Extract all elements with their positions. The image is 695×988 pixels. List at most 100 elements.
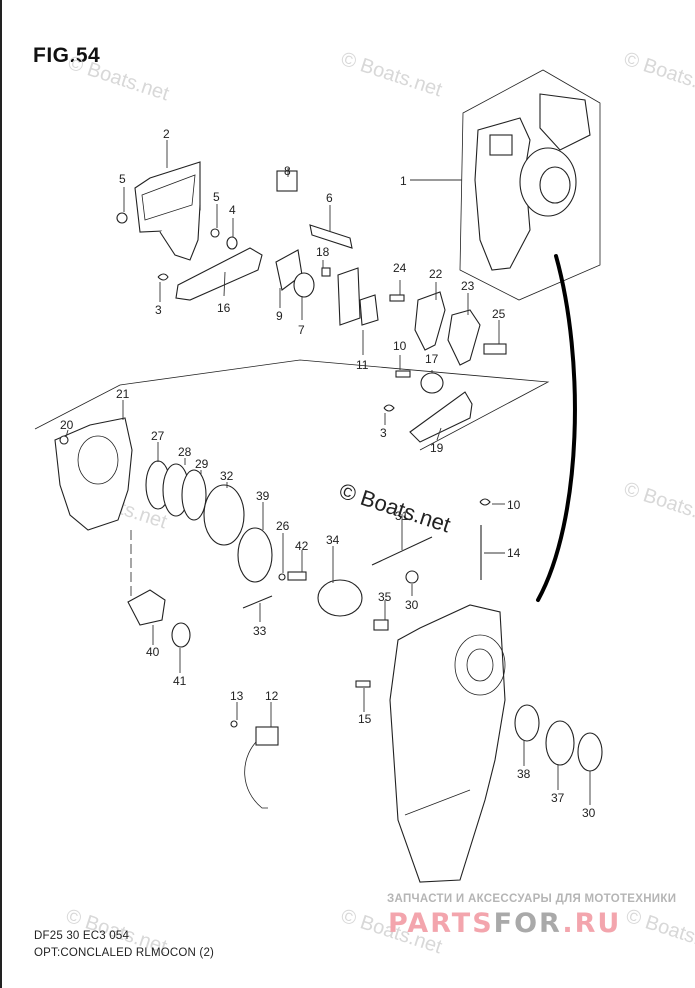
part-34-drum[interactable]	[317, 579, 363, 617]
outline-detail	[466, 648, 494, 682]
part-detail	[474, 117, 531, 271]
callout-35: 35	[378, 590, 392, 604]
callout-34: 34	[326, 533, 340, 547]
callout-6: 6	[326, 191, 333, 205]
part-detail	[489, 134, 513, 156]
callout-30: 30	[582, 806, 596, 820]
callout-14: 14	[507, 546, 521, 560]
callout-42: 42	[295, 539, 309, 553]
part-39-plate[interactable]	[237, 527, 273, 583]
part-36-snap-ring[interactable]	[577, 732, 603, 772]
part-11-plate[interactable]	[359, 294, 379, 326]
part-11-plate[interactable]	[337, 267, 361, 326]
part-8-knob[interactable]	[276, 170, 298, 192]
outline-detail	[77, 435, 119, 485]
part-4-washer[interactable]	[226, 236, 238, 250]
part-35-collar[interactable]	[373, 619, 389, 631]
part-6-shaft[interactable]	[309, 224, 353, 249]
part-12-wire	[244, 741, 268, 809]
callout-12: 12	[265, 689, 279, 703]
part-15-bolt[interactable]	[355, 680, 371, 688]
leader-line	[436, 427, 442, 441]
part-13-screw[interactable]	[230, 720, 238, 728]
part-38-seal[interactable]	[514, 704, 540, 742]
part-2-bracket[interactable]	[134, 161, 201, 261]
part-31-pin[interactable]	[371, 536, 433, 566]
part-33-pin[interactable]	[242, 595, 273, 609]
callout-37: 37	[551, 791, 565, 805]
part-22-plate[interactable]	[414, 291, 446, 351]
part-24-bolt[interactable]	[389, 294, 405, 302]
callout-8: 8	[284, 164, 291, 178]
part-10-clip[interactable]	[479, 498, 491, 506]
callout-38: 38	[517, 767, 531, 781]
callout-22: 22	[429, 267, 443, 281]
part-18-bolt[interactable]	[321, 267, 331, 277]
callout-39: 39	[256, 489, 270, 503]
part-19-lever[interactable]	[409, 391, 473, 443]
callout-3: 3	[155, 303, 162, 317]
callout-20: 20	[60, 418, 74, 432]
callout-10: 10	[507, 498, 521, 512]
part-5-clip[interactable]	[116, 212, 128, 224]
part-3-clip[interactable]	[157, 273, 169, 281]
callout-5: 5	[213, 190, 220, 204]
part-40-bracket[interactable]	[127, 589, 166, 626]
outline-detail	[404, 789, 471, 816]
shop-logo[interactable]: PARTSFOR.RU	[388, 908, 621, 939]
part-26-nut[interactable]	[278, 573, 286, 581]
part-25-spring[interactable]	[483, 343, 507, 355]
part-29-ring[interactable]	[181, 469, 207, 521]
part-5-clip[interactable]	[210, 228, 220, 238]
callout-41: 41	[173, 674, 187, 688]
part-20-bolt[interactable]	[59, 435, 69, 445]
control-cable	[536, 254, 577, 602]
callout-17: 17	[425, 352, 439, 366]
part-41-bushing[interactable]	[171, 622, 191, 648]
callout-10: 10	[393, 339, 407, 353]
part-10-bolt[interactable]	[395, 370, 411, 378]
callout-7: 7	[298, 323, 305, 337]
callout-13: 13	[230, 689, 244, 703]
part-37-washer[interactable]	[545, 720, 575, 766]
part-21-cover[interactable]	[54, 417, 133, 531]
outline-detail	[459, 69, 601, 301]
callout-4: 4	[229, 203, 236, 217]
callout-25: 25	[492, 307, 506, 321]
callout-5: 5	[119, 172, 126, 186]
shop-logo-part3: .RU	[562, 908, 622, 939]
part-32-gear[interactable]	[203, 484, 245, 546]
part-30-ball[interactable]	[405, 570, 419, 584]
callout-33: 33	[253, 624, 267, 638]
figure-code: DF25 30 EC3 054	[34, 930, 130, 942]
part-3-clip[interactable]	[383, 404, 395, 412]
part-17-washer[interactable]	[420, 372, 444, 394]
outline-detail	[141, 174, 196, 221]
callout-11: 11	[356, 358, 369, 372]
shop-logo-part1: PARTS	[388, 908, 494, 939]
callout-18: 18	[316, 245, 330, 259]
callout-2: 2	[163, 127, 170, 141]
leader-line	[223, 271, 226, 297]
callout-1: 1	[400, 174, 407, 188]
part-42-pin[interactable]	[287, 571, 307, 581]
callout-26: 26	[276, 519, 290, 533]
callout-32: 32	[220, 469, 234, 483]
main-housing[interactable]	[389, 604, 506, 883]
callout-21: 21	[116, 387, 130, 401]
callout-30: 30	[405, 598, 419, 612]
leader-line	[65, 429, 69, 438]
callout-9: 9	[276, 309, 283, 323]
part-16-lever[interactable]	[175, 247, 263, 301]
part-1-remote-control[interactable]	[459, 69, 601, 301]
part-23-plate[interactable]	[447, 309, 481, 366]
part-detail	[159, 204, 201, 261]
figure-caption: OPT:CONCLALED RLMOCON (2)	[34, 947, 215, 959]
callout-24: 24	[393, 261, 407, 275]
callout-29: 29	[195, 457, 209, 471]
callout-15: 15	[358, 712, 372, 726]
part-7-bushing[interactable]	[293, 272, 315, 298]
part-12-switch[interactable]	[255, 726, 279, 746]
image-left-border	[0, 0, 2, 988]
